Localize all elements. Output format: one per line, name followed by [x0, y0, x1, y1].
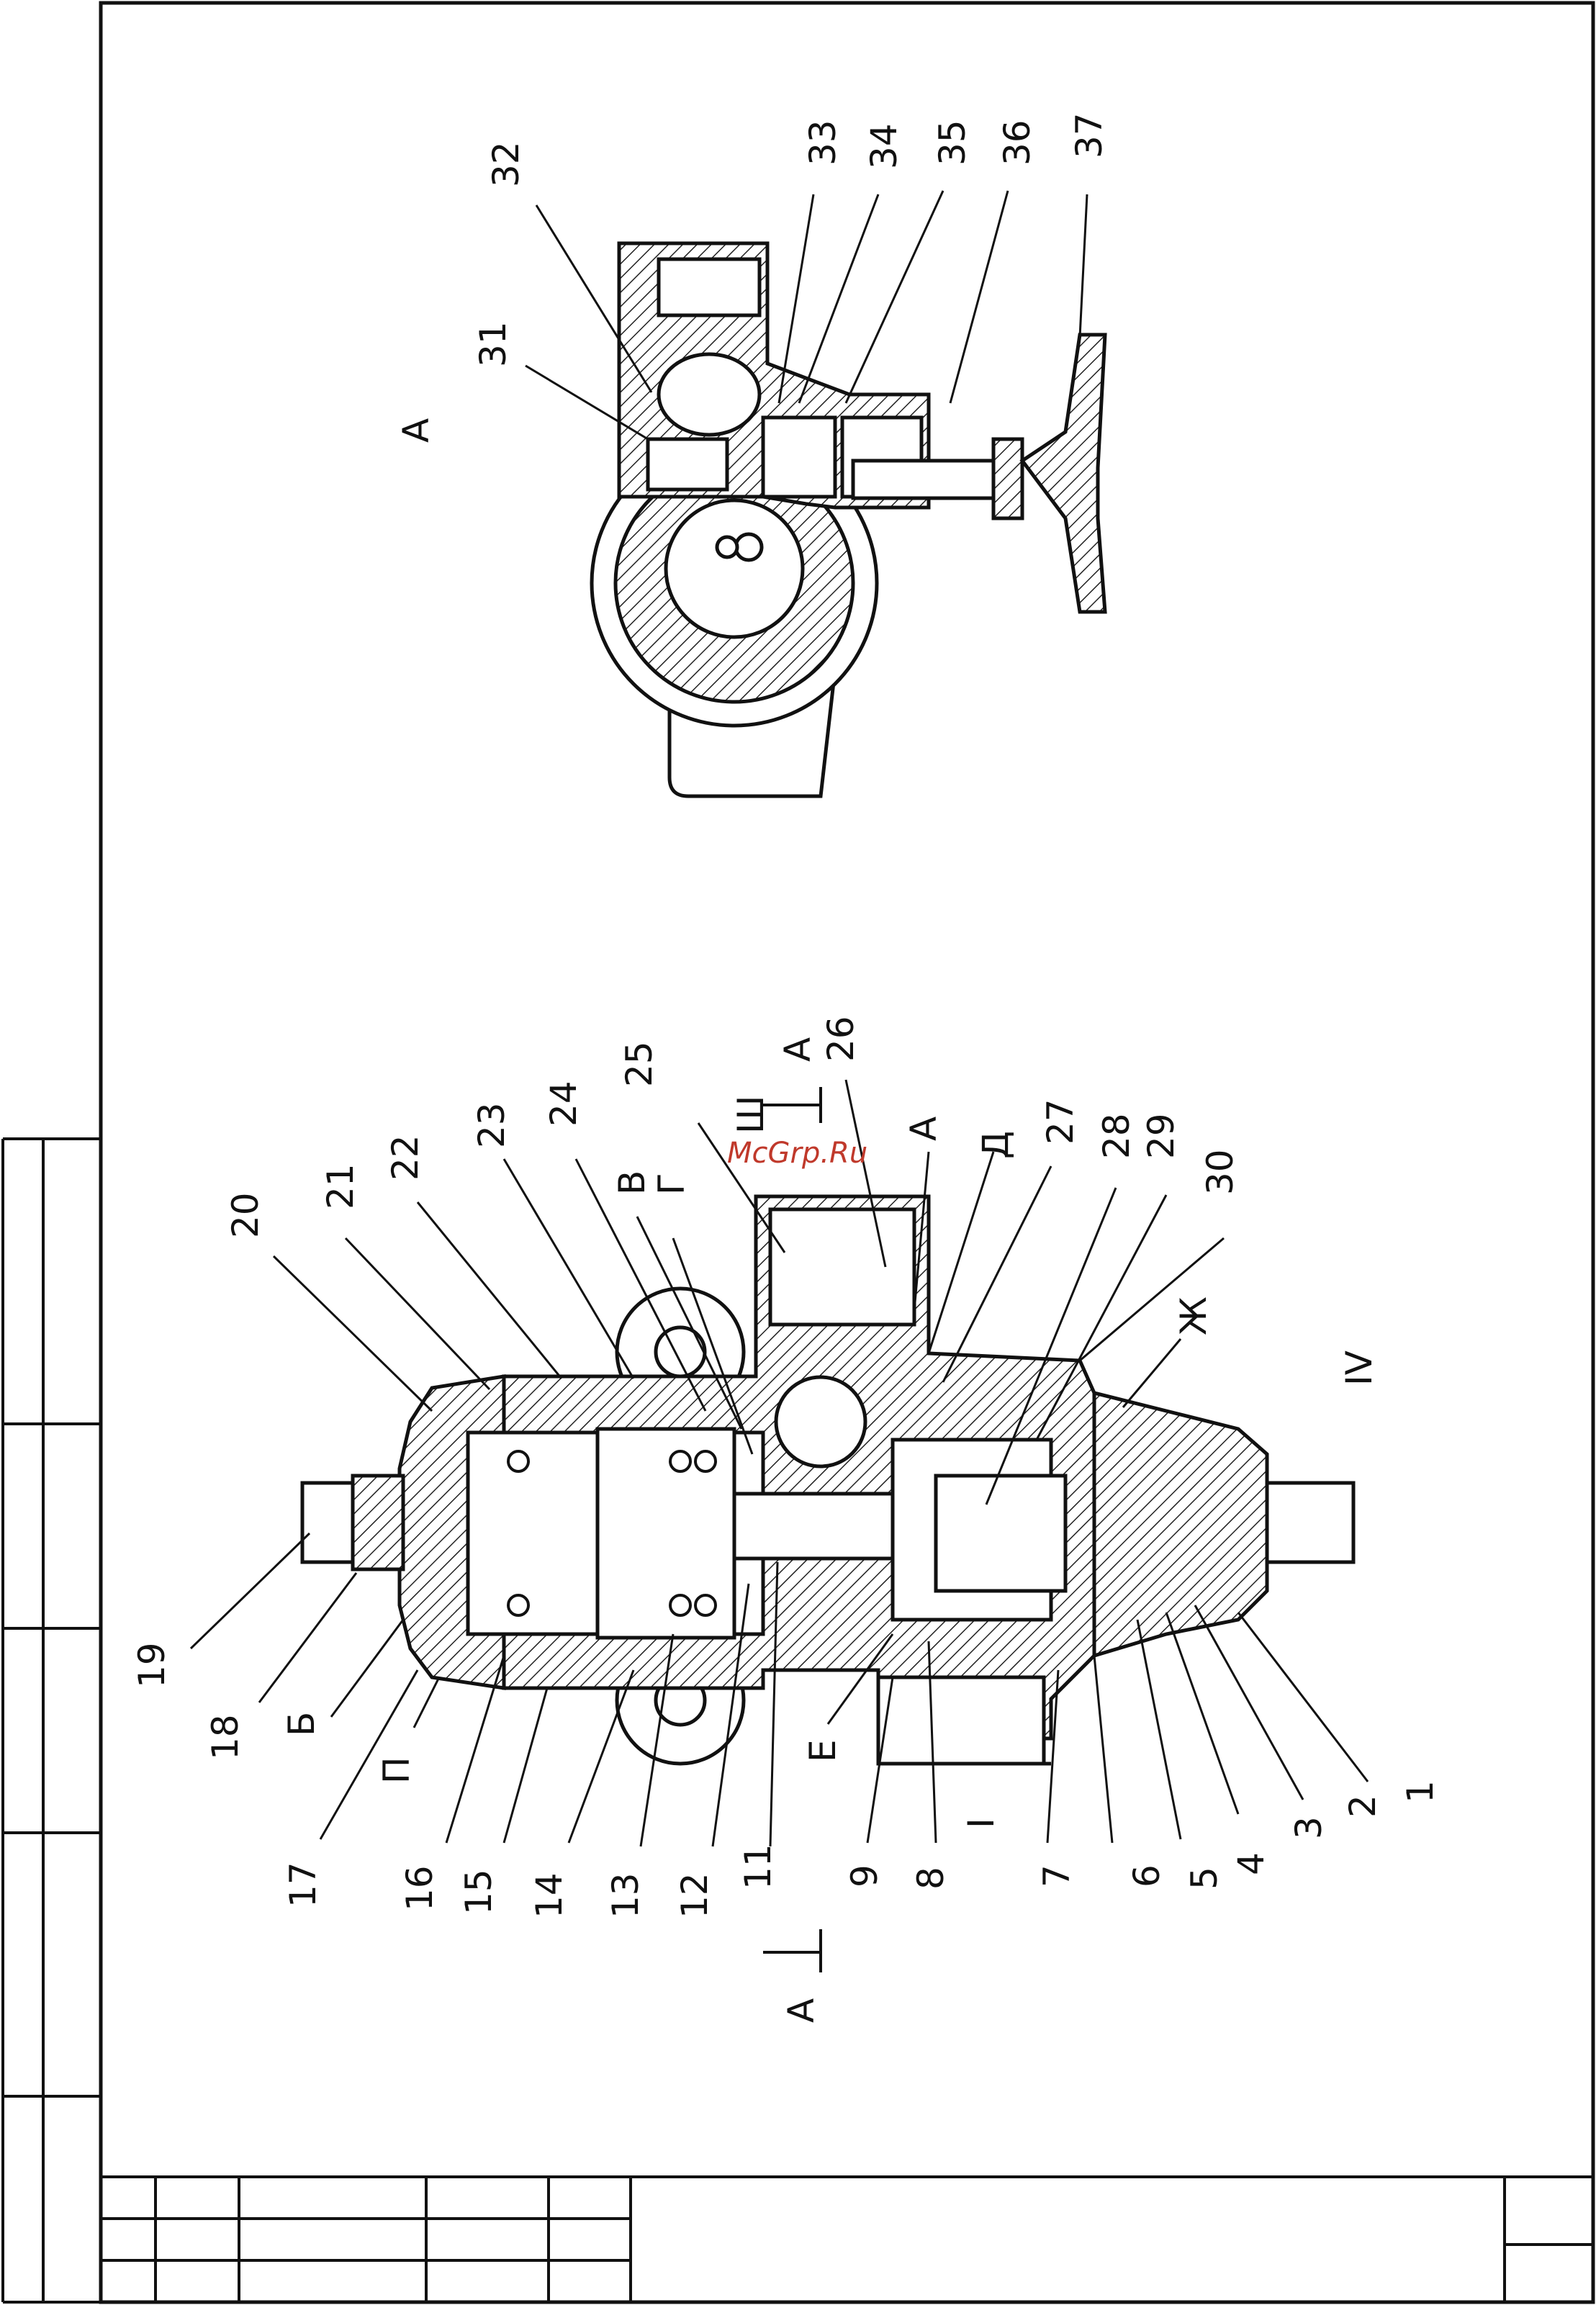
callout-13: 13: [605, 1872, 646, 1918]
port-label-i: I: [960, 1818, 1002, 1828]
callout-29: 29: [1140, 1113, 1182, 1159]
callout-35: 35: [932, 119, 973, 166]
callout-4: 4: [1230, 1852, 1272, 1875]
callout-iv: IV: [1338, 1350, 1380, 1386]
callout-14: 14: [528, 1872, 570, 1918]
section-mark-a-bottom: А: [780, 1998, 822, 2023]
callout-30: 30: [1199, 1149, 1241, 1195]
callout-g: Г: [651, 1173, 693, 1196]
callout-17: 17: [282, 1862, 324, 1908]
callout-1: 1: [1399, 1780, 1441, 1803]
callout-22: 22: [384, 1135, 426, 1181]
callout-20: 20: [225, 1192, 266, 1238]
callout-23: 23: [471, 1102, 513, 1148]
callout-18: 18: [204, 1714, 246, 1760]
callout-2: 2: [1342, 1795, 1384, 1818]
callout-36: 36: [996, 119, 1038, 166]
callout-27: 27: [1040, 1099, 1081, 1145]
left-binding-strip: [3, 1139, 101, 2302]
callout-3: 3: [1288, 1816, 1330, 1839]
callout-5: 5: [1184, 1867, 1225, 1890]
callout-a-body: А: [903, 1117, 944, 1141]
detail-view-a: [592, 243, 1105, 796]
callout-25: 25: [618, 1041, 660, 1087]
callout-16: 16: [399, 1865, 441, 1911]
callout-9: 9: [844, 1864, 885, 1887]
callout-21: 21: [320, 1163, 361, 1209]
watermark: McGrp.Ru: [727, 1137, 867, 1170]
main-callouts-left: 19 18 Б П 17 16 15 14 13 12 11 Е 9 8 7 6…: [131, 1642, 1441, 1918]
callout-6: 6: [1126, 1864, 1168, 1887]
callout-34: 34: [863, 123, 905, 169]
callout-31: 31: [472, 321, 514, 367]
callout-7: 7: [1036, 1864, 1078, 1887]
callout-32: 32: [485, 141, 527, 187]
callout-e: Е: [802, 1739, 844, 1762]
callout-15: 15: [458, 1869, 500, 1915]
callout-v: В: [611, 1170, 653, 1195]
callout-b: Б: [281, 1712, 323, 1736]
callout-8: 8: [910, 1867, 952, 1890]
callout-33: 33: [802, 119, 844, 166]
callout-24: 24: [543, 1081, 585, 1127]
title-block: [101, 2177, 1593, 2302]
callout-sh: Ш: [730, 1096, 772, 1134]
detail-view-title: А: [395, 418, 437, 443]
callout-28: 28: [1096, 1113, 1137, 1159]
callout-d: Д: [975, 1131, 1016, 1159]
callout-37: 37: [1068, 112, 1110, 158]
section-mark-a-top: А: [777, 1037, 819, 1062]
callout-11: 11: [737, 1844, 779, 1890]
main-view: [302, 1196, 1353, 1764]
callout-19: 19: [131, 1642, 173, 1688]
callout-zh: Ж: [1173, 1296, 1214, 1335]
callout-26: 26: [820, 1016, 862, 1062]
callout-12: 12: [674, 1872, 716, 1918]
callout-p: П: [376, 1756, 418, 1784]
